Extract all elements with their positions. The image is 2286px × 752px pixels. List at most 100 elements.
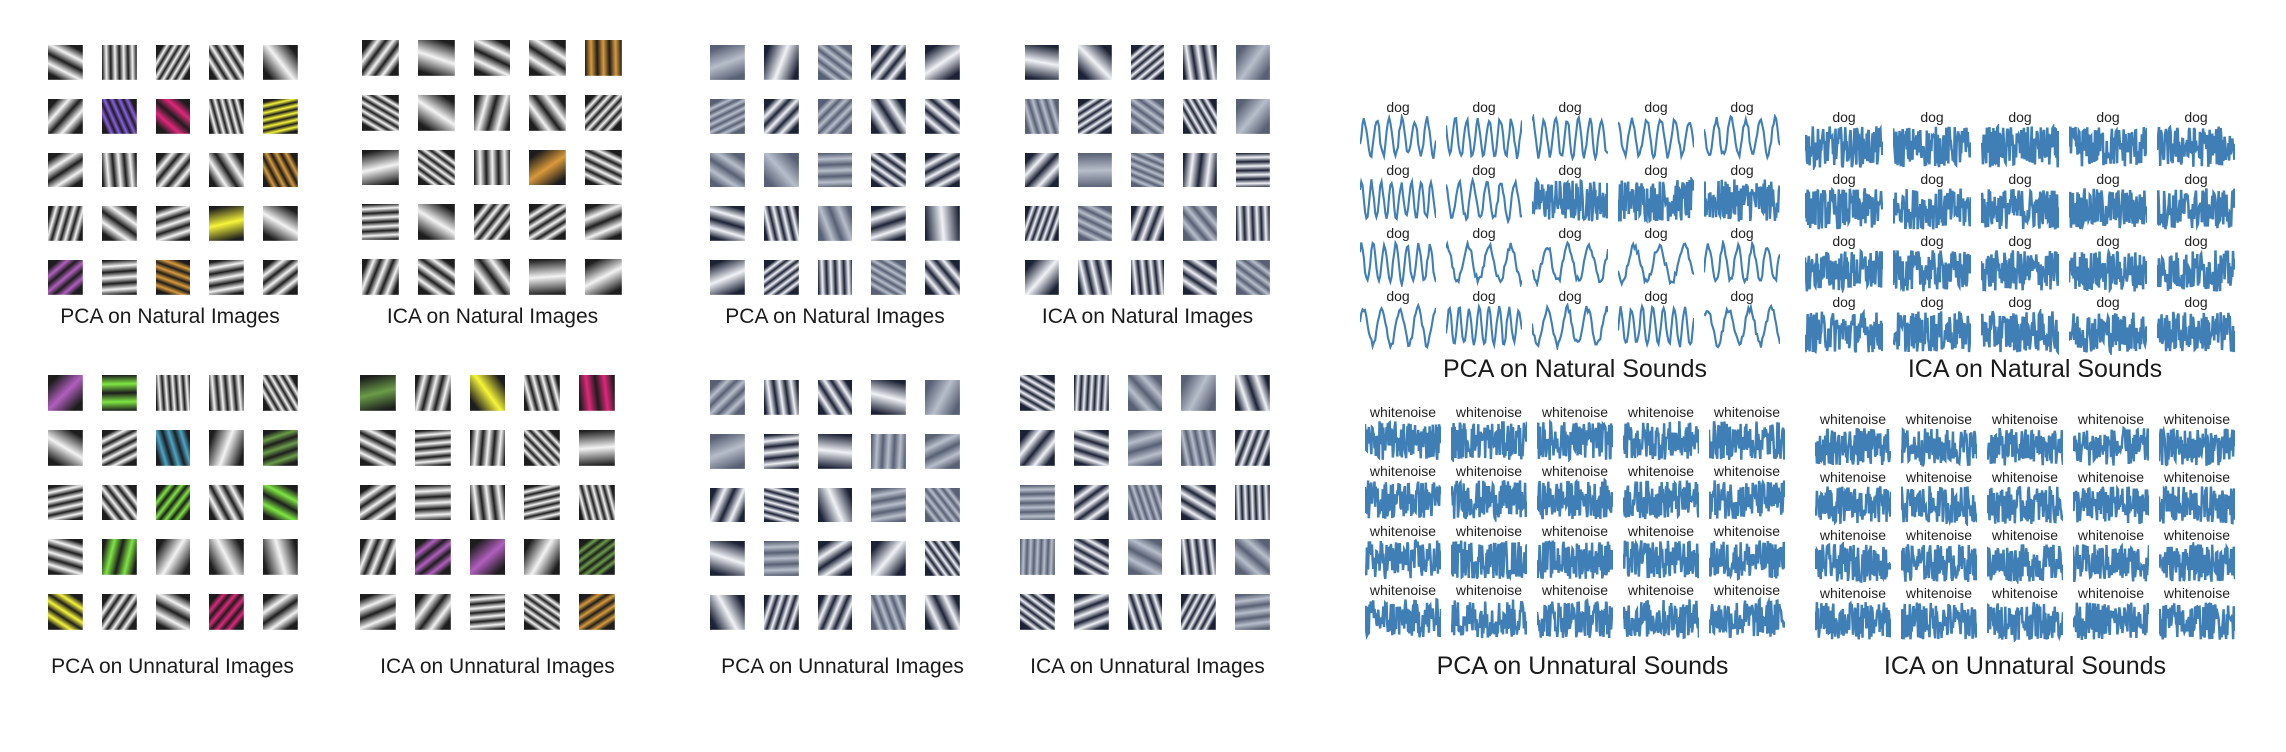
- waveform-cell: dog: [2157, 295, 2235, 355]
- filter-tile: [101, 206, 137, 242]
- filter-tile: [1130, 260, 1165, 295]
- filter-tile: [1235, 539, 1270, 576]
- waveform: [2157, 187, 2235, 231]
- filter-tile: [1073, 484, 1109, 521]
- waveform-cell: whitenoise: [1709, 405, 1785, 462]
- filter-grid: [710, 380, 960, 630]
- waveform-label: whitenoise: [1541, 404, 1609, 420]
- filter-tile: [101, 484, 137, 521]
- waveform: [2159, 542, 2235, 582]
- waveform-label: whitenoise: [1713, 404, 1781, 420]
- waveform-cell: dog: [1360, 100, 1436, 161]
- waveform-cell: dog: [2069, 110, 2147, 170]
- filter-tile: [763, 487, 799, 523]
- filter-tile: [48, 594, 83, 630]
- filter-tile: [101, 152, 137, 188]
- waveform-label: whitenoise: [1713, 581, 1781, 598]
- filter-tile: [710, 206, 745, 242]
- waveform-label: whitenoise: [1455, 404, 1523, 420]
- filter-tile: [763, 152, 799, 188]
- filter-tile: [585, 40, 622, 76]
- filter-tile: [362, 259, 399, 295]
- waveform-cell: dog: [1446, 100, 1522, 161]
- filter-tile: [1020, 375, 1055, 411]
- waveform-label: whitenoise: [2163, 469, 2231, 485]
- filter-tile: [925, 487, 960, 523]
- waveform-cell: whitenoise: [2159, 586, 2235, 642]
- filter-tile: [1073, 375, 1109, 411]
- waveform: [1815, 542, 1891, 583]
- waveform-label: whitenoise: [1905, 585, 1973, 601]
- filter-tile: [155, 98, 191, 134]
- filter-grid: [710, 45, 960, 295]
- filter-tile: [1181, 429, 1217, 466]
- waveform-cell: dog: [1704, 100, 1780, 161]
- waveform-cell: whitenoise: [1709, 583, 1785, 640]
- waveform-label: whitenoise: [1991, 585, 2059, 601]
- filter-tile: [1077, 152, 1112, 188]
- waveform: [1446, 177, 1522, 224]
- waveform: [1805, 124, 1883, 170]
- waveform: [1451, 539, 1527, 581]
- filter-tile: [360, 484, 396, 521]
- waveform-label: dog: [1730, 162, 1754, 178]
- filter-grid: [362, 40, 622, 295]
- waveform-cell: whitenoise: [1815, 470, 1891, 526]
- filter-tile: [1127, 375, 1163, 411]
- waveform: [1451, 421, 1527, 463]
- waveform-cell: dog: [1532, 226, 1608, 287]
- panel-caption: PCA on Natural Images: [60, 305, 280, 328]
- filter-tile: [763, 595, 799, 630]
- waveform: [1537, 419, 1613, 463]
- filter-tile: [1183, 152, 1218, 188]
- waveform-label: whitenoise: [1905, 527, 1973, 543]
- waveform-label: whitenoise: [1819, 469, 1887, 485]
- waveform: [1815, 428, 1891, 466]
- waveform-label: whitenoise: [1455, 463, 1523, 480]
- filter-tile: [871, 433, 907, 469]
- waveform-cell: whitenoise: [2073, 528, 2149, 584]
- waveform-cell: whitenoise: [1901, 586, 1977, 642]
- filter-tile: [414, 484, 451, 521]
- waveform-grid: whitenoise whitenoise whitenoise whitenoise…: [1365, 405, 1785, 640]
- filter-tile: [1025, 98, 1059, 134]
- panel-caption: PCA on Unnatural Images: [51, 655, 294, 678]
- waveform: [1532, 240, 1608, 287]
- waveform: [1360, 303, 1436, 350]
- filter-tile: [101, 45, 137, 80]
- waveform-label: whitenoise: [2163, 585, 2231, 601]
- waveform-cell: whitenoise: [1987, 470, 2063, 526]
- filter-tile: [209, 539, 245, 576]
- panel-caption: ICA on Unnatural Images: [380, 655, 615, 678]
- panel-caption: PCA on Unnatural Images: [721, 655, 964, 678]
- waveform-cell: whitenoise: [2159, 470, 2235, 526]
- waveform-cell: dog: [2069, 172, 2147, 232]
- waveform-cell: whitenoise: [1987, 528, 2063, 584]
- filter-tile: [1025, 260, 1059, 295]
- filter-tile: [710, 152, 745, 188]
- filter-tile: [763, 380, 799, 415]
- filter-tile: [469, 375, 506, 411]
- panel-caption: ICA on Unnatural Sounds: [1883, 652, 2167, 680]
- filter-grid: [48, 45, 298, 295]
- waveform: [2069, 187, 2147, 231]
- waveform: [1537, 539, 1613, 579]
- waveform-cell: whitenoise: [1537, 464, 1613, 521]
- filter-tile: [817, 206, 853, 242]
- waveform-cell: dog: [1618, 289, 1694, 350]
- filter-tile: [1236, 206, 1270, 242]
- filter-tile: [155, 45, 191, 80]
- filter-tile: [1130, 206, 1165, 242]
- waveform-cell: dog: [1532, 289, 1608, 350]
- waveform-label: dog: [1644, 225, 1668, 241]
- filter-tile: [1183, 45, 1218, 80]
- filter-tile: [1236, 98, 1270, 134]
- filter-tile: [871, 98, 907, 134]
- filter-tile: [1183, 98, 1218, 134]
- panel-caption: ICA on Natural Images: [1041, 305, 1254, 328]
- waveform: [1704, 303, 1780, 349]
- filter-tile: [817, 98, 853, 134]
- waveform-label: dog: [1386, 288, 1410, 304]
- waveform: [2159, 426, 2235, 467]
- waveform: [1618, 240, 1694, 287]
